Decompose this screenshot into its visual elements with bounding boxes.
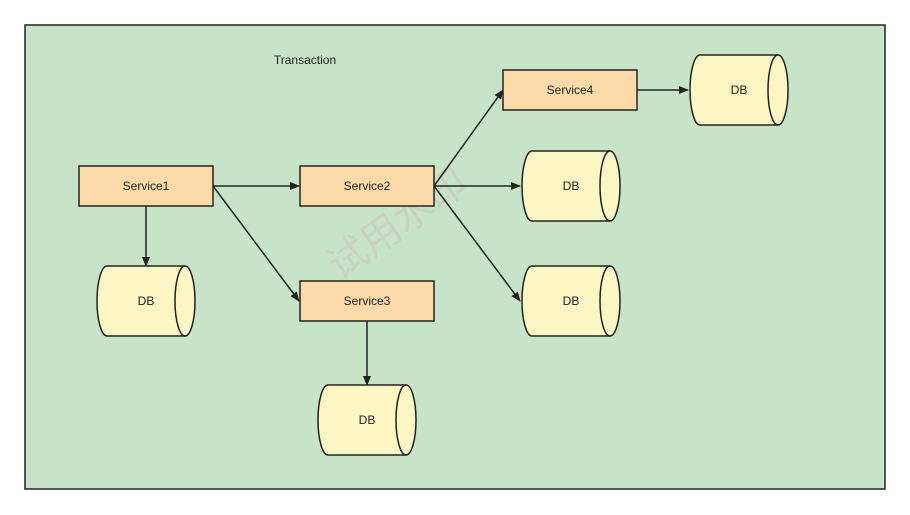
db-cylinder-face <box>599 265 611 337</box>
edges-group <box>142 86 689 386</box>
edge-service2-to-service4 <box>433 89 504 187</box>
db-cylinder-face <box>174 265 186 337</box>
db-cylinder-face <box>767 54 779 126</box>
service-box[interactable] <box>299 280 435 322</box>
node-db2b[interactable]: DB <box>521 265 621 337</box>
service-label: Service4 <box>547 83 594 97</box>
db-cylinder-face <box>395 384 407 456</box>
edge-service2-to-db2b <box>433 185 521 302</box>
node-db1[interactable]: DB <box>96 265 196 337</box>
node-service2[interactable]: Service2 <box>299 165 435 207</box>
node-service4[interactable]: Service4 <box>502 69 638 111</box>
node-service3[interactable]: Service3 <box>299 280 435 322</box>
db-label: DB <box>138 294 155 308</box>
service-label: Service1 <box>123 179 170 193</box>
db-label: DB <box>563 294 580 308</box>
service-label: Service2 <box>344 179 391 193</box>
node-db3[interactable]: DB <box>317 384 417 456</box>
edge-service1-to-service3 <box>212 185 300 302</box>
service-box[interactable] <box>502 69 638 111</box>
service-label: Service3 <box>344 294 391 308</box>
db-label: DB <box>359 413 376 427</box>
container-label: Transaction <box>274 53 336 67</box>
db-label: DB <box>731 83 748 97</box>
db-cylinder-face <box>599 150 611 222</box>
db-label: DB <box>563 179 580 193</box>
node-service1[interactable]: Service1 <box>78 165 214 207</box>
service-box[interactable] <box>299 165 435 207</box>
node-db2a[interactable]: DB <box>521 150 621 222</box>
node-db4[interactable]: DB <box>689 54 789 126</box>
service-box[interactable] <box>78 165 214 207</box>
